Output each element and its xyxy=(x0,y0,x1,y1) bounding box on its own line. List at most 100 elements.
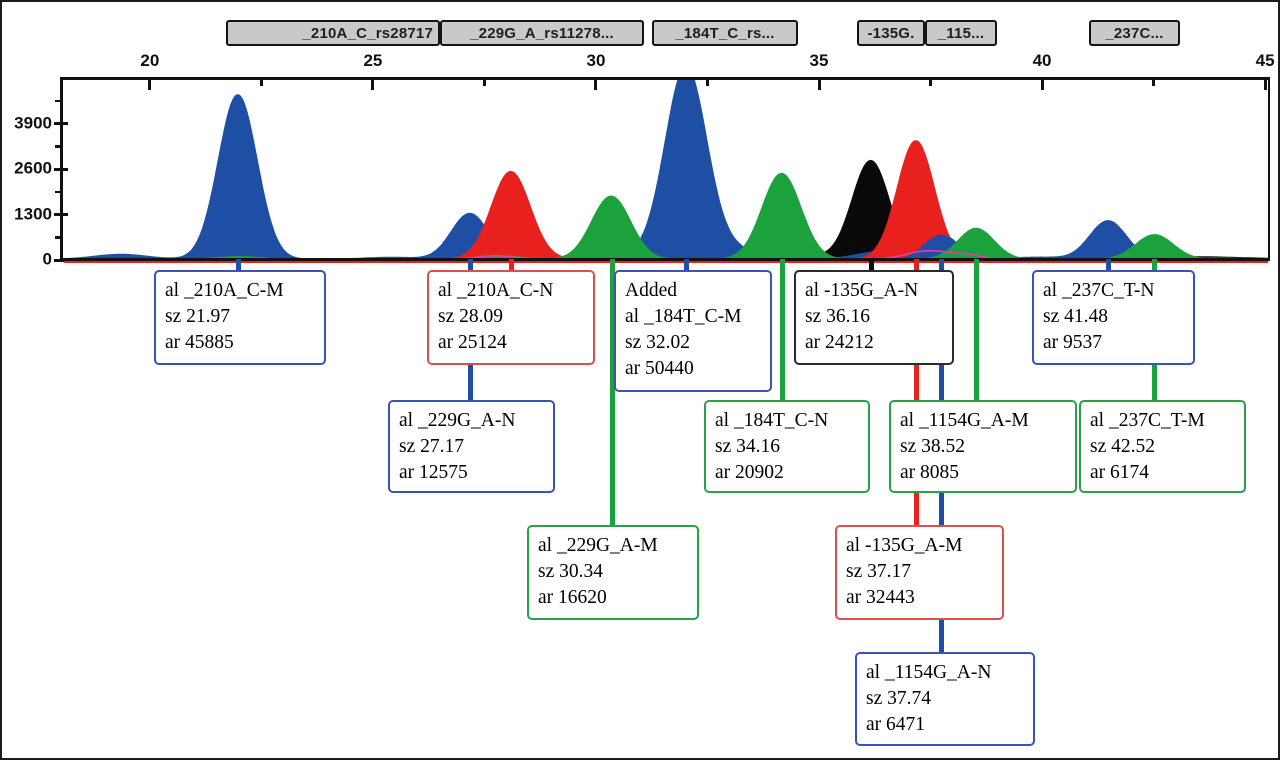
peak-label-line: al _210A_C-M xyxy=(165,280,284,301)
y-minor-tick xyxy=(55,99,63,103)
y-tick-label: 0 xyxy=(42,249,52,269)
marker-panel-label: -135G. xyxy=(867,24,915,42)
x-minor-tick xyxy=(929,77,932,86)
x-tick-label: 45 xyxy=(1255,51,1275,70)
peak-label-line: al _184T_C-N xyxy=(715,410,829,431)
peak-label-line: ar 6174 xyxy=(1090,462,1150,483)
x-minor-tick xyxy=(1152,77,1155,86)
peak-label-line: ar 20902 xyxy=(715,462,784,483)
x-major-tick xyxy=(817,77,821,90)
peak-label-line: ar 50440 xyxy=(625,358,694,379)
marker-panel-label: _184T_C_rs... xyxy=(675,24,775,42)
peak-label-line: al _210A_C-N xyxy=(438,280,554,301)
peak-label-line: al _1154G_A-N xyxy=(866,662,992,683)
y-minor-tick xyxy=(55,190,63,194)
x-tick-label: 30 xyxy=(586,51,606,70)
peak-label-line: Added xyxy=(625,280,677,301)
peak-label-line: sz 37.17 xyxy=(846,561,911,582)
peak-label-line: ar 6471 xyxy=(866,714,926,735)
peak-label-line: ar 32443 xyxy=(846,587,915,608)
peak-label-line: ar 16620 xyxy=(538,587,607,608)
peak-label-line: sz 38.52 xyxy=(900,436,965,457)
y-minor-tick xyxy=(55,236,63,239)
x-major-tick xyxy=(1040,77,1044,90)
peak-label-line: sz 30.34 xyxy=(538,561,603,582)
peak-label-line: al _229G_A-M xyxy=(538,535,658,556)
marker-panel-label: _229G_A_rs11278... xyxy=(470,24,614,42)
peak-label-line: sz 28.09 xyxy=(438,306,503,327)
peak-label-line: ar 24212 xyxy=(805,332,874,353)
peak-connector-line xyxy=(868,259,874,272)
peak-label-line: al _1154G_A-M xyxy=(900,410,1029,431)
peak-label-line: sz 34.16 xyxy=(715,436,780,457)
peak-connector-line xyxy=(779,259,785,402)
peak-label-line: al _237C_T-M xyxy=(1090,410,1205,431)
red-dye-baseline xyxy=(64,260,1268,263)
peak-label-line: sz 32.02 xyxy=(625,332,690,353)
plot-top-border xyxy=(62,77,1270,80)
x-major-tick xyxy=(1263,77,1267,90)
marker-panel[interactable]: _115... xyxy=(925,20,997,46)
x-minor-tick xyxy=(706,77,709,86)
x-tick-label: 25 xyxy=(363,51,383,70)
peak-label-line: al -135G_A-N xyxy=(805,280,919,301)
y-tick-label: 1300 xyxy=(14,204,52,224)
peak-label-line: al _237C_T-N xyxy=(1043,280,1155,301)
marker-panel[interactable]: _184T_C_rs... xyxy=(652,20,798,46)
marker-panel-label: _237C... xyxy=(1105,24,1164,42)
peak-connector-line xyxy=(683,259,689,272)
x-major-tick xyxy=(148,77,152,90)
y-tick-label: 2600 xyxy=(14,158,52,178)
peak-label-line: ar 25124 xyxy=(438,332,507,353)
peak-connector-line xyxy=(1105,259,1111,272)
x-major-tick xyxy=(594,77,598,90)
y-tick-label: 3900 xyxy=(14,113,52,133)
plot-baseline xyxy=(62,257,1270,261)
x-tick-label: 20 xyxy=(140,51,160,70)
marker-panel-label: _115... xyxy=(937,24,985,42)
peak-trace-plot[interactable] xyxy=(62,77,1270,260)
x-minor-tick xyxy=(483,77,486,86)
peak-label-line: ar 8085 xyxy=(900,462,960,483)
peak-label-line: sz 27.17 xyxy=(399,436,464,457)
marker-panel[interactable]: -135G. xyxy=(857,20,925,46)
peak-label-line: sz 41.48 xyxy=(1043,306,1108,327)
peak-label-line: al _229G_A-N xyxy=(399,410,516,431)
peak-connector-line xyxy=(508,259,514,272)
x-minor-tick xyxy=(260,77,263,86)
marker-panel-label: _210A_C_rs28717 xyxy=(302,24,433,42)
peak-label-line: al _184T_C-M xyxy=(625,306,742,327)
marker-panel[interactable]: _229G_A_rs11278... xyxy=(440,20,644,46)
plot-right-border xyxy=(1267,77,1270,261)
peak-connector-line xyxy=(913,259,919,527)
peak-connector-line xyxy=(235,259,241,272)
marker-panel[interactable]: _237C... xyxy=(1089,20,1180,46)
peak-label-line: ar 12575 xyxy=(399,462,468,483)
peak-label-line: ar 45885 xyxy=(165,332,234,353)
x-tick-label: 40 xyxy=(1032,51,1052,70)
peak-trace-blue-dye xyxy=(62,77,1270,260)
x-major-tick xyxy=(371,77,375,90)
peak-label-line: ar 9537 xyxy=(1043,332,1103,353)
y-minor-tick xyxy=(55,145,63,148)
peak-label-line: sz 36.16 xyxy=(805,306,870,327)
marker-panel[interactable]: _210A_C_rs28717 xyxy=(226,20,440,46)
peak-label-line: sz 21.97 xyxy=(165,306,230,327)
peak-connector-line xyxy=(973,259,979,402)
plot-left-border xyxy=(59,77,63,261)
peak-label-line: sz 42.52 xyxy=(1090,436,1155,457)
peak-label-line: sz 37.74 xyxy=(866,688,931,709)
